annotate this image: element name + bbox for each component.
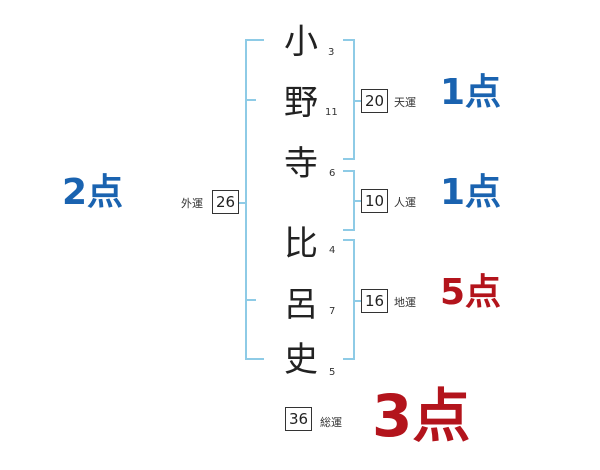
soukaku-value-box: 36: [285, 407, 313, 431]
stroke-count-1: 3: [328, 47, 335, 58]
stroke-count-3: 6: [329, 168, 336, 179]
tenkaku-label: 天運: [394, 96, 416, 109]
soukaku-label: 総運: [320, 416, 342, 429]
stroke-count-2: 11: [325, 107, 338, 118]
name-char-6: 史: [284, 340, 318, 380]
gaikaku-score: 2点: [62, 172, 124, 213]
jinkaku-value-box: 10: [361, 189, 389, 213]
stroke-count-6: 5: [329, 367, 336, 378]
chikaku-value-box: 16: [361, 289, 389, 313]
tenkaku-bracket: [343, 39, 355, 160]
name-char-3: 寺: [284, 144, 318, 184]
name-char-1: 小: [284, 22, 318, 62]
name-char-2: 野: [284, 83, 318, 123]
tenkaku-value-box: 20: [361, 89, 389, 113]
stroke-count-5: 7: [329, 306, 336, 317]
name-char-5: 呂: [284, 285, 318, 325]
chikaku-score: 5点: [440, 272, 502, 313]
name-char-4: 比: [284, 224, 318, 264]
tenkaku-score: 1点: [440, 72, 502, 113]
soukaku-score: 3点: [372, 382, 471, 450]
chikaku-bracket: [343, 239, 355, 360]
jinkaku-bracket: [343, 170, 355, 231]
jinkaku-score: 1点: [440, 172, 502, 213]
jinkaku-label: 人運: [394, 196, 416, 209]
stroke-count-4: 4: [329, 245, 336, 256]
gaikaku-value-box: 26: [212, 190, 240, 214]
gaikaku-label: 外運: [181, 197, 203, 210]
outer-left-bracket: [245, 39, 264, 360]
chikaku-label: 地運: [394, 296, 416, 309]
